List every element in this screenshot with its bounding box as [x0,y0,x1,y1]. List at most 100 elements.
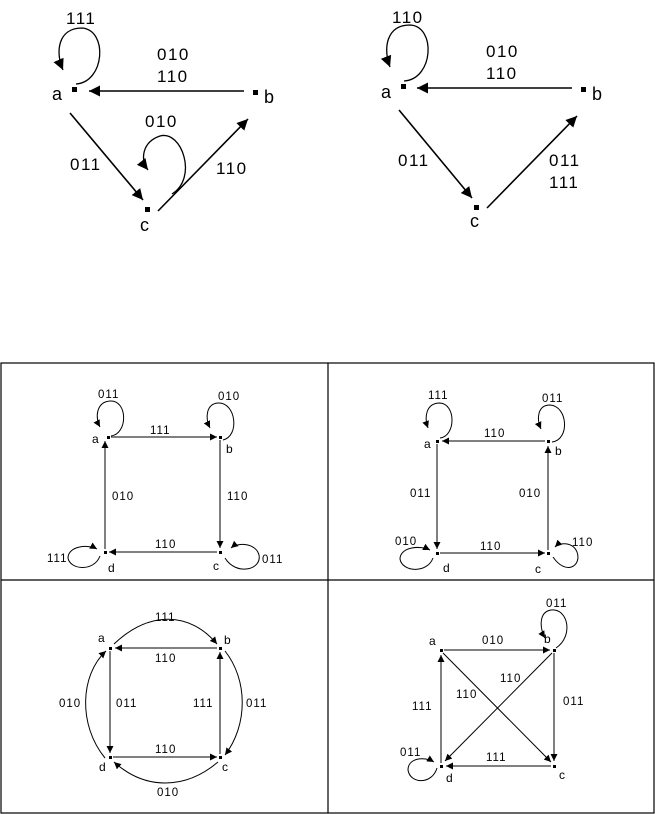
label-a-to-d: 011 [410,488,431,500]
label-c-to-b-2: 111 [549,173,579,192]
edge-a-to-b-curve [113,618,218,645]
grid-cell-bottom-right: a b c d 011 010 110 110 111 011 111 011 [400,598,584,785]
self-loop-b [534,404,565,443]
label-b-to-a-1: 010 [157,45,190,64]
node-c-label: c [470,211,479,231]
node-d-dot [440,765,443,768]
self-loop-c [552,539,579,568]
label-b-to-a: 110 [484,428,505,440]
node-a-dot [109,647,112,650]
node-c-dot [553,765,556,768]
label-d-to-a: 010 [112,491,134,503]
label-loop-a: 111 [66,9,96,28]
label-b-to-c: 110 [227,491,248,503]
label-loop-d: 111 [47,553,67,565]
label-b-to-c: 011 [563,696,584,708]
self-loop-a [380,24,429,82]
node-d-dot [104,551,107,554]
node-b-label: b [226,442,233,456]
label-b-to-d: 110 [500,673,521,685]
node-a-label: a [92,432,99,446]
node-a-label: a [98,631,105,645]
label-loop-b: 010 [218,391,240,403]
label-loop-c: 110 [572,537,593,549]
edge-a-to-c [69,112,144,201]
node-a-dot [436,440,439,443]
label-loop-a: 011 [98,389,119,401]
self-loop-a [93,400,125,437]
label-c-to-b: 111 [193,698,213,710]
node-a-dot [440,649,443,652]
grid-cell-top-right: a b c d 111 011 110 011 010 110 010 110 [395,390,593,576]
node-c-label: c [535,562,541,576]
edge-b-to-d [444,652,553,762]
grid-frame [0,362,655,814]
label-c-to-d-curve: 010 [157,787,179,799]
node-a-label: a [429,634,436,648]
node-d-label: d [446,771,453,785]
node-b-label: b [264,87,274,107]
node-c-dot [219,551,222,554]
label-a-to-c: 011 [398,151,430,170]
edge-c-to-d-curve [113,761,219,784]
label-c-to-d: 111 [486,752,506,764]
self-loop-d [67,542,101,568]
label-loop-a: 111 [428,390,448,402]
label-loop-c: 011 [262,554,283,566]
node-d-label: d [443,561,450,575]
label-a-to-c: 110 [456,689,477,701]
self-loop-d [407,755,438,782]
grid-cell-bottom-left: a b c d 111 110 010 011 111 011 110 010 [59,612,267,799]
label-b-to-a: 110 [155,653,176,665]
self-loop-b [203,402,235,441]
node-b-dot [219,436,222,439]
node-c-label: c [213,559,219,573]
node-a-label: a [424,437,431,451]
node-c-label: c [140,215,149,235]
label-c-to-b: 110 [216,159,248,178]
label-a-to-c: 011 [70,155,102,174]
node-c-label: c [222,760,228,774]
node-d-dot [109,756,112,759]
node-b-label: b [555,444,562,458]
label-loop-a: 110 [392,8,424,27]
self-loop-c [136,134,187,195]
node-b-label: b [224,633,231,647]
node-d-dot [436,552,439,555]
self-loop-a [422,402,453,439]
label-c-to-b: 010 [519,488,541,500]
node-a-dot [107,436,110,439]
edge-b-to-c-curve [224,650,243,756]
top-right-diagram: a b c 110 010 110 011 011 111 [380,8,602,231]
edge-c-to-b [486,115,578,209]
grid-cell-top-left: a b c d 011 010 111 010 110 110 111 011 [47,389,283,575]
node-b-dot [553,649,556,652]
label-c-to-d: 110 [155,539,176,551]
node-d-label: d [108,561,115,575]
edge-d-to-a-curve [85,650,107,759]
label-loop-d: 010 [395,536,417,548]
node-b-dot [547,440,550,443]
node-b-dot [581,87,586,92]
label-b-to-c-curve: 011 [246,698,267,710]
label-a-to-b: 111 [150,425,170,437]
node-d-label: d [99,760,106,774]
label-loop-c: 010 [145,112,178,131]
node-a-label: a [52,84,63,104]
label-d-to-a: 111 [412,701,432,713]
self-loop-a [53,27,101,85]
label-loop-d: 011 [400,747,421,759]
node-a-dot [401,84,406,89]
label-loop-b: 011 [542,393,563,405]
label-a-to-b-curve: 111 [155,612,175,624]
edge-c-to-b [157,118,249,212]
node-a-dot [72,87,77,92]
self-loop-c [224,540,260,570]
node-b-dot [219,647,222,650]
label-a-to-d: 011 [116,698,137,710]
node-c-dot [547,552,550,555]
edge-a-to-c [442,652,552,763]
label-a-to-b: 010 [482,635,504,647]
label-b-to-a-1: 010 [486,42,519,61]
